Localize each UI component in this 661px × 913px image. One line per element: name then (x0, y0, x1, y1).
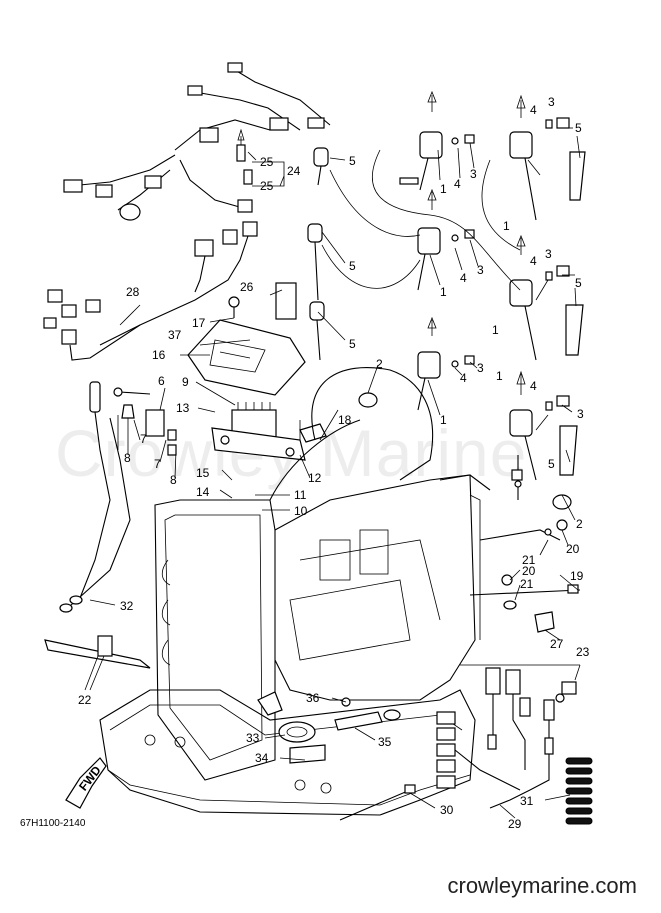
fwd-arrow: FWD (65, 757, 107, 809)
callout-2: 2 (576, 517, 583, 531)
callout-1: 1 (440, 285, 447, 299)
callout-19: 19 (570, 569, 584, 583)
callout-35: 35 (378, 735, 392, 749)
wire-harness (63, 62, 331, 346)
callout-33: 33 (246, 731, 260, 745)
callout-1: 1 (440, 413, 447, 427)
callout-5: 5 (575, 121, 582, 135)
callout-9: 9 (182, 375, 189, 389)
callout-31: 31 (520, 794, 534, 808)
callout-4: 4 (530, 254, 537, 268)
fuse-holders (436, 664, 580, 809)
callout-5: 5 (548, 457, 555, 471)
callout-1: 1 (492, 323, 499, 337)
callout-3: 3 (577, 407, 584, 421)
rubber-holder (44, 635, 151, 691)
callout-3: 3 (477, 263, 484, 277)
callout-29: 29 (508, 817, 522, 831)
side-brackets (469, 455, 581, 633)
callout-8: 8 (124, 451, 131, 465)
callout-14: 14 (196, 485, 210, 499)
battery-cable (59, 381, 131, 613)
callout-5: 5 (349, 154, 356, 168)
callout-8: 8 (170, 473, 177, 487)
callout-4: 4 (454, 177, 461, 191)
callout-36: 36 (306, 691, 320, 705)
callout-32: 32 (120, 599, 134, 613)
callout-6: 6 (158, 374, 165, 388)
callout-34: 34 (255, 751, 269, 765)
callout-16: 16 (152, 348, 166, 362)
callout-10: 10 (294, 504, 308, 518)
callout-12: 12 (308, 471, 322, 485)
website-label[interactable]: crowleymarine.com (447, 873, 638, 898)
callout-25: 25 (260, 179, 274, 193)
callout-17: 17 (192, 316, 206, 330)
callout-23: 23 (576, 645, 590, 659)
leader-lines (84, 127, 581, 819)
callout-22: 22 (78, 693, 92, 707)
callout-5: 5 (349, 337, 356, 351)
callout-28: 28 (126, 285, 140, 299)
callout-11: 11 (294, 488, 307, 502)
callout-5: 5 (349, 259, 356, 273)
drawing-code: 67H1100-2140 (20, 818, 86, 829)
callout-1: 1 (440, 182, 447, 196)
callout-21: 21 (522, 553, 536, 567)
electrical-bracket (187, 282, 306, 396)
callout-3: 3 (477, 361, 484, 375)
callout-15: 15 (196, 466, 210, 480)
callouts: 5 5 5 5 5 5 1 1 1 1 1 1 1 1 4 4 4 4 4 4 … (78, 95, 590, 831)
callout-25: 25 (260, 155, 274, 169)
callout-1: 1 (503, 219, 510, 233)
callout-3: 3 (545, 247, 552, 261)
callout-20: 20 (566, 542, 580, 556)
callout-5: 5 (575, 276, 582, 290)
callout-1: 1 (496, 369, 503, 383)
callout-18: 18 (338, 413, 352, 427)
callout-7: 7 (140, 432, 147, 446)
callout-30: 30 (440, 803, 454, 817)
callout-7: 7 (154, 457, 161, 471)
grommet-upper (358, 392, 378, 408)
bottom-cowling (99, 689, 476, 816)
callout-21: 21 (520, 577, 534, 591)
callout-4: 4 (530, 379, 537, 393)
relay (113, 387, 177, 456)
callout-37: 37 (168, 328, 182, 342)
engine-block (154, 367, 491, 781)
callout-13: 13 (176, 401, 190, 415)
callout-27: 27 (550, 637, 564, 651)
callout-24: 24 (287, 164, 301, 178)
callout-26: 26 (240, 280, 254, 294)
callout-4: 4 (530, 103, 537, 117)
harness-connectors-left (43, 289, 141, 361)
callout-3: 3 (548, 95, 555, 109)
callout-4: 4 (460, 371, 467, 385)
ignition-unit (211, 402, 327, 461)
sensor-cluster (236, 128, 285, 187)
callout-20: 20 (522, 564, 536, 578)
spring-coil (565, 757, 593, 825)
callout-4: 4 (460, 271, 467, 285)
callout-2: 2 (376, 357, 383, 371)
callout-3: 3 (470, 167, 477, 181)
